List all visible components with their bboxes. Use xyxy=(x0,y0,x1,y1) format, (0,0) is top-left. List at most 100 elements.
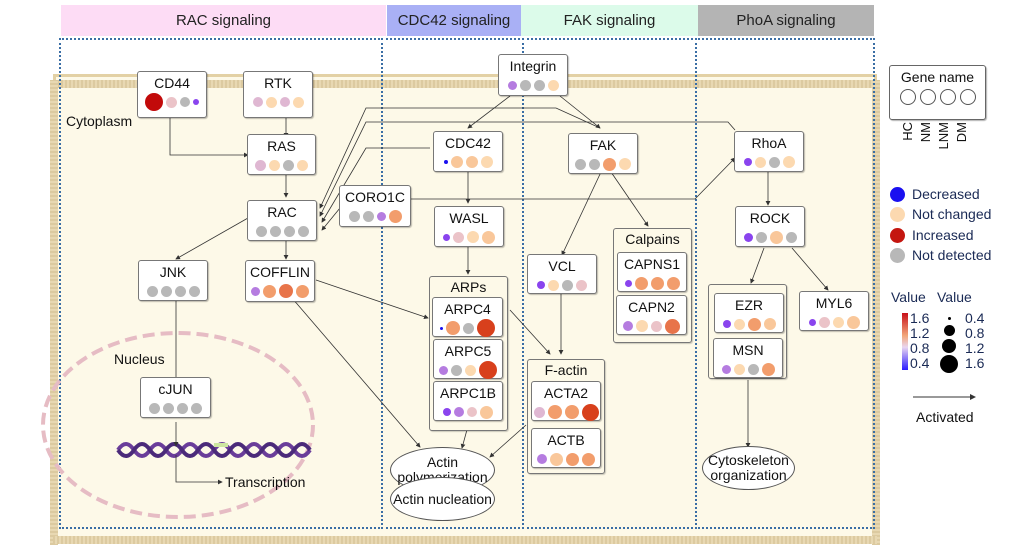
expression-dot-lnm xyxy=(283,159,294,171)
size-dot-1-6 xyxy=(940,355,958,373)
expression-dot-nm xyxy=(269,159,280,171)
gene-node-rac[interactable]: RAC xyxy=(247,200,317,241)
expression-dot-lnm xyxy=(174,285,186,297)
gene-node-myl6[interactable]: MYL6 xyxy=(799,291,869,331)
expression-dots xyxy=(618,274,686,292)
gene-node-ezr[interactable]: EZR xyxy=(714,293,784,333)
expression-dot-nm xyxy=(547,405,562,419)
expression-dot-dm xyxy=(665,318,680,334)
expression-dot-nm xyxy=(548,279,559,291)
expression-dot-nm xyxy=(263,284,276,298)
not-changed-swatch-icon xyxy=(890,206,905,222)
expression-dot-lnm xyxy=(467,231,479,243)
gene-node-vcl[interactable]: VCL xyxy=(527,254,597,294)
gene-node-rtk[interactable]: RTK xyxy=(243,71,313,118)
color-scale-bar xyxy=(902,313,908,370)
expression-dots xyxy=(617,317,686,335)
gene-name: FAK xyxy=(589,137,617,153)
gene-node-rhoa[interactable]: RhoA xyxy=(734,131,804,172)
expression-dot-lnm xyxy=(566,452,579,466)
expression-dot-dm xyxy=(547,79,559,91)
expression-dot-hc xyxy=(439,365,448,375)
legend-circle-icon xyxy=(959,89,976,105)
gene-name: VCL xyxy=(548,258,576,274)
gene-node-arpc5[interactable]: ARPC5 xyxy=(433,339,503,379)
gene-node-actb[interactable]: ACTB xyxy=(531,428,601,468)
group-factin-title: F-actin xyxy=(544,362,588,378)
legend-condition-lnm: LNM xyxy=(936,122,951,150)
increased-swatch-icon xyxy=(890,227,905,243)
gene-node-cofflin[interactable]: COFFLIN xyxy=(245,260,315,302)
expression-dot-hc xyxy=(743,158,752,166)
expression-dots xyxy=(736,228,804,246)
legend-label: Not changed xyxy=(912,206,992,222)
expression-dot-lnm xyxy=(177,402,188,414)
expression-dot-hc xyxy=(149,402,160,414)
expression-dot-nm xyxy=(733,318,745,330)
gene-node-arpc4[interactable]: ARPC4 xyxy=(432,297,503,337)
gene-node-ras[interactable]: RAS xyxy=(247,134,316,175)
gene-node-capn2[interactable]: CAPN2 xyxy=(616,295,687,335)
expression-dot-nm xyxy=(451,364,462,376)
expression-dot-nm xyxy=(454,407,464,417)
expression-dot-dm xyxy=(619,158,631,170)
expression-dot-dm xyxy=(763,318,776,330)
region-phoa xyxy=(695,38,875,529)
legend-label: Not detected xyxy=(912,247,992,263)
expression-dot-lnm xyxy=(747,363,759,375)
gene-name: CAPNS1 xyxy=(623,256,681,272)
gene-node-jnk[interactable]: JNK xyxy=(138,260,208,301)
gene-node-msn[interactable]: MSN xyxy=(713,338,783,378)
gene-node-arpc1b[interactable]: ARPC1B xyxy=(433,381,503,421)
expression-dot-hc xyxy=(348,210,360,222)
expression-dot-dm xyxy=(846,315,860,329)
gene-node-acta2[interactable]: ACTA2 xyxy=(531,381,601,421)
expression-dots xyxy=(340,207,410,225)
plasma-membrane xyxy=(53,80,877,88)
gene-node-coro1c[interactable]: CORO1C xyxy=(339,185,411,227)
gene-name: RhoA xyxy=(751,135,787,151)
gene-node-cdc42[interactable]: CDC42 xyxy=(433,131,503,172)
process-actin-nucleation[interactable]: Actin nucleation xyxy=(390,477,495,521)
expression-dot-nm xyxy=(589,158,600,170)
expression-dot-hc xyxy=(533,406,545,418)
legend-circle-icon xyxy=(939,89,956,105)
expression-dots xyxy=(246,282,314,300)
legend-circle-icon xyxy=(919,89,936,105)
expression-dot-dm xyxy=(480,156,493,168)
gene-node-capns1[interactable]: CAPNS1 xyxy=(617,252,687,292)
gene-node-rock[interactable]: ROCK xyxy=(735,206,805,247)
legend-gene-name: Gene name xyxy=(900,69,975,85)
process-cytoskeleton-organization[interactable]: Cytoskeleton organization xyxy=(702,446,795,490)
legend-condition-nm: NM xyxy=(918,122,933,143)
expression-dot-nm xyxy=(634,276,648,290)
expression-dot-nm xyxy=(160,285,172,297)
gene-node-cd44[interactable]: CD44 xyxy=(137,71,207,118)
group-arps-title: ARPs xyxy=(450,279,487,295)
expression-dot-dm xyxy=(297,159,308,171)
legend-gene-box: Gene name xyxy=(889,65,986,120)
expression-dot-nm xyxy=(166,96,177,108)
expression-dot-hc xyxy=(146,285,158,297)
legend-activated-label: Activated xyxy=(916,409,974,425)
gene-node-fak[interactable]: FAK xyxy=(568,133,638,174)
expression-dots xyxy=(532,450,600,468)
expression-dots xyxy=(435,228,503,246)
expression-dot-dm xyxy=(666,276,680,290)
region-rac xyxy=(59,38,383,529)
gene-node-cjun[interactable]: cJUN xyxy=(140,377,211,418)
expression-dot-hc xyxy=(440,326,443,330)
expression-dots xyxy=(434,403,502,421)
expression-dot-lnm xyxy=(180,97,190,107)
gene-node-wasl[interactable]: WASL xyxy=(434,206,504,247)
transcription-label: Transcription xyxy=(225,474,306,490)
size-dot-0-4 xyxy=(948,317,951,320)
band-label: PhoA signaling xyxy=(736,12,836,29)
expression-dot-hc xyxy=(507,80,517,90)
expression-dot-nm xyxy=(519,79,531,91)
expression-dot-lnm xyxy=(650,276,664,290)
legend-circle-icon xyxy=(899,89,916,105)
gene-name: CORO1C xyxy=(345,189,405,205)
gene-node-integrin[interactable]: Integrin xyxy=(498,54,568,96)
expression-dot-lnm xyxy=(562,279,573,291)
